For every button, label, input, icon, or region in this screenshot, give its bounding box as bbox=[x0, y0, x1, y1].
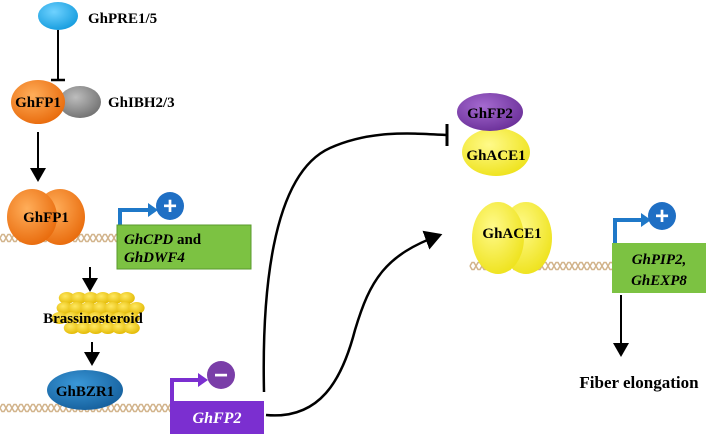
ghace1-dimer-left bbox=[472, 202, 524, 274]
ghbzr1-label: GhBZR1 bbox=[56, 384, 114, 400]
activation-icon-cpd bbox=[156, 192, 184, 220]
ghfp2-protein bbox=[457, 93, 523, 131]
ghcpd-gene-label: GhCPD bbox=[124, 232, 173, 248]
ghbzr1-protein bbox=[47, 370, 123, 410]
repression-icon-fp2 bbox=[207, 361, 235, 389]
ghfp1-dimer-label: GhFP1 bbox=[23, 210, 69, 226]
ghace1-protein-complex bbox=[462, 128, 530, 176]
brassinosteroid-blob bbox=[118, 292, 135, 304]
brassinosteroid-blob bbox=[70, 292, 87, 304]
brassinosteroid-blob bbox=[75, 312, 92, 324]
brassinosteroid-blob bbox=[87, 322, 104, 334]
dna-strand-a bbox=[0, 403, 172, 413]
brassinosteroid-label: Brassinosteroid bbox=[43, 311, 143, 327]
brassinosteroid-blob bbox=[58, 292, 75, 304]
brassinosteroid-blob bbox=[99, 322, 116, 334]
brassinosteroid-blob bbox=[87, 312, 104, 324]
brassinosteroid-blob bbox=[82, 292, 99, 304]
brassinosteroid-blob bbox=[51, 312, 68, 324]
repression-symbol-fp2: − bbox=[214, 362, 228, 389]
ghpre-protein bbox=[38, 2, 78, 30]
gene-text-cpd-line: GhCPD and bbox=[124, 232, 202, 248]
brassinosteroid-blob bbox=[94, 292, 111, 304]
brassinosteroid-blob bbox=[75, 322, 92, 334]
inhibition-curve-fp2-to-complex bbox=[262, 132, 447, 393]
ghace1-dimer-label: GhACE1 bbox=[482, 226, 541, 242]
brassinosteroid-blob bbox=[128, 302, 145, 314]
ghfp1-top-label: GhFP1 bbox=[15, 95, 61, 111]
activation-curve-fp2-to-ace1 bbox=[265, 230, 443, 417]
promoter-arrow-fp2 bbox=[170, 378, 200, 408]
ghpip2-gene-label: GhPIP2, bbox=[632, 252, 687, 268]
brassinosteroid-blob bbox=[123, 312, 140, 324]
ghfp2-gene-label: GhFP2 bbox=[193, 410, 242, 427]
ghfp1-protein-top bbox=[11, 80, 65, 124]
ghdwf4-gene-label: GhDWF4 bbox=[124, 250, 185, 266]
ghexp8-gene-label: GhEXP8 bbox=[631, 273, 687, 289]
promoter-arrow-pip2 bbox=[613, 218, 643, 254]
brassinosteroid-blob bbox=[80, 302, 97, 314]
ghibh-protein bbox=[59, 86, 101, 118]
brassinosteroid-blob bbox=[106, 292, 123, 304]
activation-icon-pip2 bbox=[648, 202, 676, 230]
activation-symbol-pip2: + bbox=[655, 203, 669, 230]
ghpre-label: GhPRE1/5 bbox=[88, 11, 157, 27]
brassinosteroid-blob bbox=[68, 302, 85, 314]
activation-symbol-cpd: + bbox=[163, 193, 177, 220]
brassinosteroid-blob bbox=[116, 302, 133, 314]
fiber-elongation-label: Fiber elongation bbox=[579, 373, 699, 392]
brassinosteroid-blob bbox=[111, 322, 128, 334]
brassinosteroid-blob bbox=[111, 312, 128, 324]
gene-box-fp2 bbox=[170, 401, 264, 434]
gene-box-cpd-dwf4 bbox=[116, 224, 252, 270]
gene-box-pip2-exp8 bbox=[612, 243, 706, 293]
brassinosteroid-blob bbox=[104, 302, 121, 314]
brassinosteroid-blob bbox=[63, 312, 80, 324]
brassinosteroid-blob bbox=[56, 302, 73, 314]
brassinosteroid-cluster bbox=[51, 292, 145, 334]
ghfp2-protein-label: GhFP2 bbox=[467, 106, 513, 122]
brassinosteroid-blob bbox=[123, 322, 140, 334]
and-label: and bbox=[173, 232, 202, 248]
brassinosteroid-blob bbox=[92, 302, 109, 314]
brassinosteroid-blob bbox=[63, 322, 80, 334]
ghace1-complex-label: GhACE1 bbox=[466, 148, 525, 164]
brassinosteroid-blob bbox=[99, 312, 116, 324]
ghibh-label: GhIBH2/3 bbox=[108, 95, 175, 111]
ghfp1-dimer-left bbox=[7, 189, 57, 245]
